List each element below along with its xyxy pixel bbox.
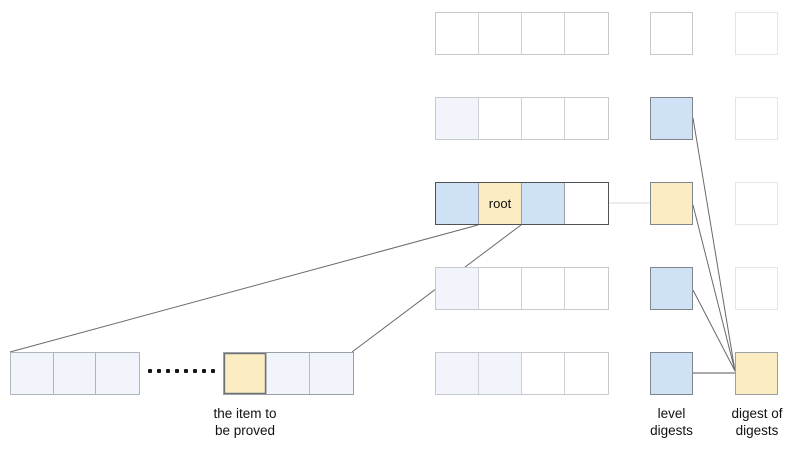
item-label: the item to be proved [175,405,315,439]
array-row-1-cell-4 [565,13,608,54]
array-row-4-cell-2 [479,268,522,309]
left-array-cell-1 [11,353,54,394]
array-row-2-cell-2 [479,98,522,139]
digest-of-digests-label: digest of digests [707,405,800,439]
item-label-line1: the item to [213,406,277,421]
level-digest-cell-2 [650,97,693,140]
ellipsis-dot [211,369,215,373]
left-array-cell-2 [53,353,97,394]
root-row-cell-1 [436,183,479,224]
ellipsis-dot [157,369,161,373]
item-row-cell-3 [310,353,353,394]
digest-slot-3 [735,182,778,225]
root-row-label: root [479,183,522,224]
ellipsis-dots [148,369,215,373]
array-row-4-cell-3 [522,268,565,309]
item-label-line2: be proved [214,423,276,438]
ellipsis-dot [148,369,152,373]
array-row-5 [435,352,609,395]
array-row-1-cell-3 [522,13,565,54]
level-digests-label-line2: digests [650,423,693,438]
array-row-5-cell-1 [436,353,479,394]
proof-range-line-left [9,224,479,353]
array-row-1-cell-2 [479,13,522,54]
array-row-2-cell-1 [436,98,479,139]
item-row-cell-2 [267,353,310,394]
array-row-1 [435,12,609,55]
root-row: root [435,182,609,225]
array-row-4-cell-1 [436,268,479,309]
digest-slot-2 [735,97,778,140]
array-row-2-cell-3 [522,98,565,139]
level-digest-cell-3 [650,182,693,225]
digest-of-digests-cell [735,352,778,395]
ellipsis-dot [166,369,170,373]
level-digests-label: level digests [631,405,712,439]
ellipsis-dot [202,369,206,373]
array-row-2-cell-4 [565,98,608,139]
ellipsis-dot [193,369,197,373]
level2-to-digest-line [692,117,736,372]
left-array [10,352,140,395]
array-row-5-cell-2 [479,353,522,394]
item-row [223,352,354,395]
level3-to-digest-line [692,204,736,372]
level4-to-digest-line [692,289,736,372]
root-row-cell-4 [565,183,608,224]
array-row-2 [435,97,609,140]
level-digest-cell-4 [650,267,693,310]
array-row-1-cell-1 [436,13,479,54]
ellipsis-dot [175,369,179,373]
array-row-5-cell-3 [522,353,565,394]
root-row-cell-3 [522,183,565,224]
item-row-cell-1 [224,353,267,394]
digest-slot-1 [735,12,778,55]
left-array-cell-3 [96,353,139,394]
array-row-4 [435,267,609,310]
level-digest-cell-1 [650,12,693,55]
digest-of-digests-label-line1: digest of [731,406,783,421]
digest-of-digests-label-line2: digests [735,423,779,438]
ellipsis-dot [184,369,188,373]
array-row-5-cell-4 [565,353,608,394]
level-digests-label-line1: level [657,406,686,421]
level-digest-cell-5 [650,352,693,395]
array-row-4-cell-4 [565,268,608,309]
digest-slot-4 [735,267,778,310]
